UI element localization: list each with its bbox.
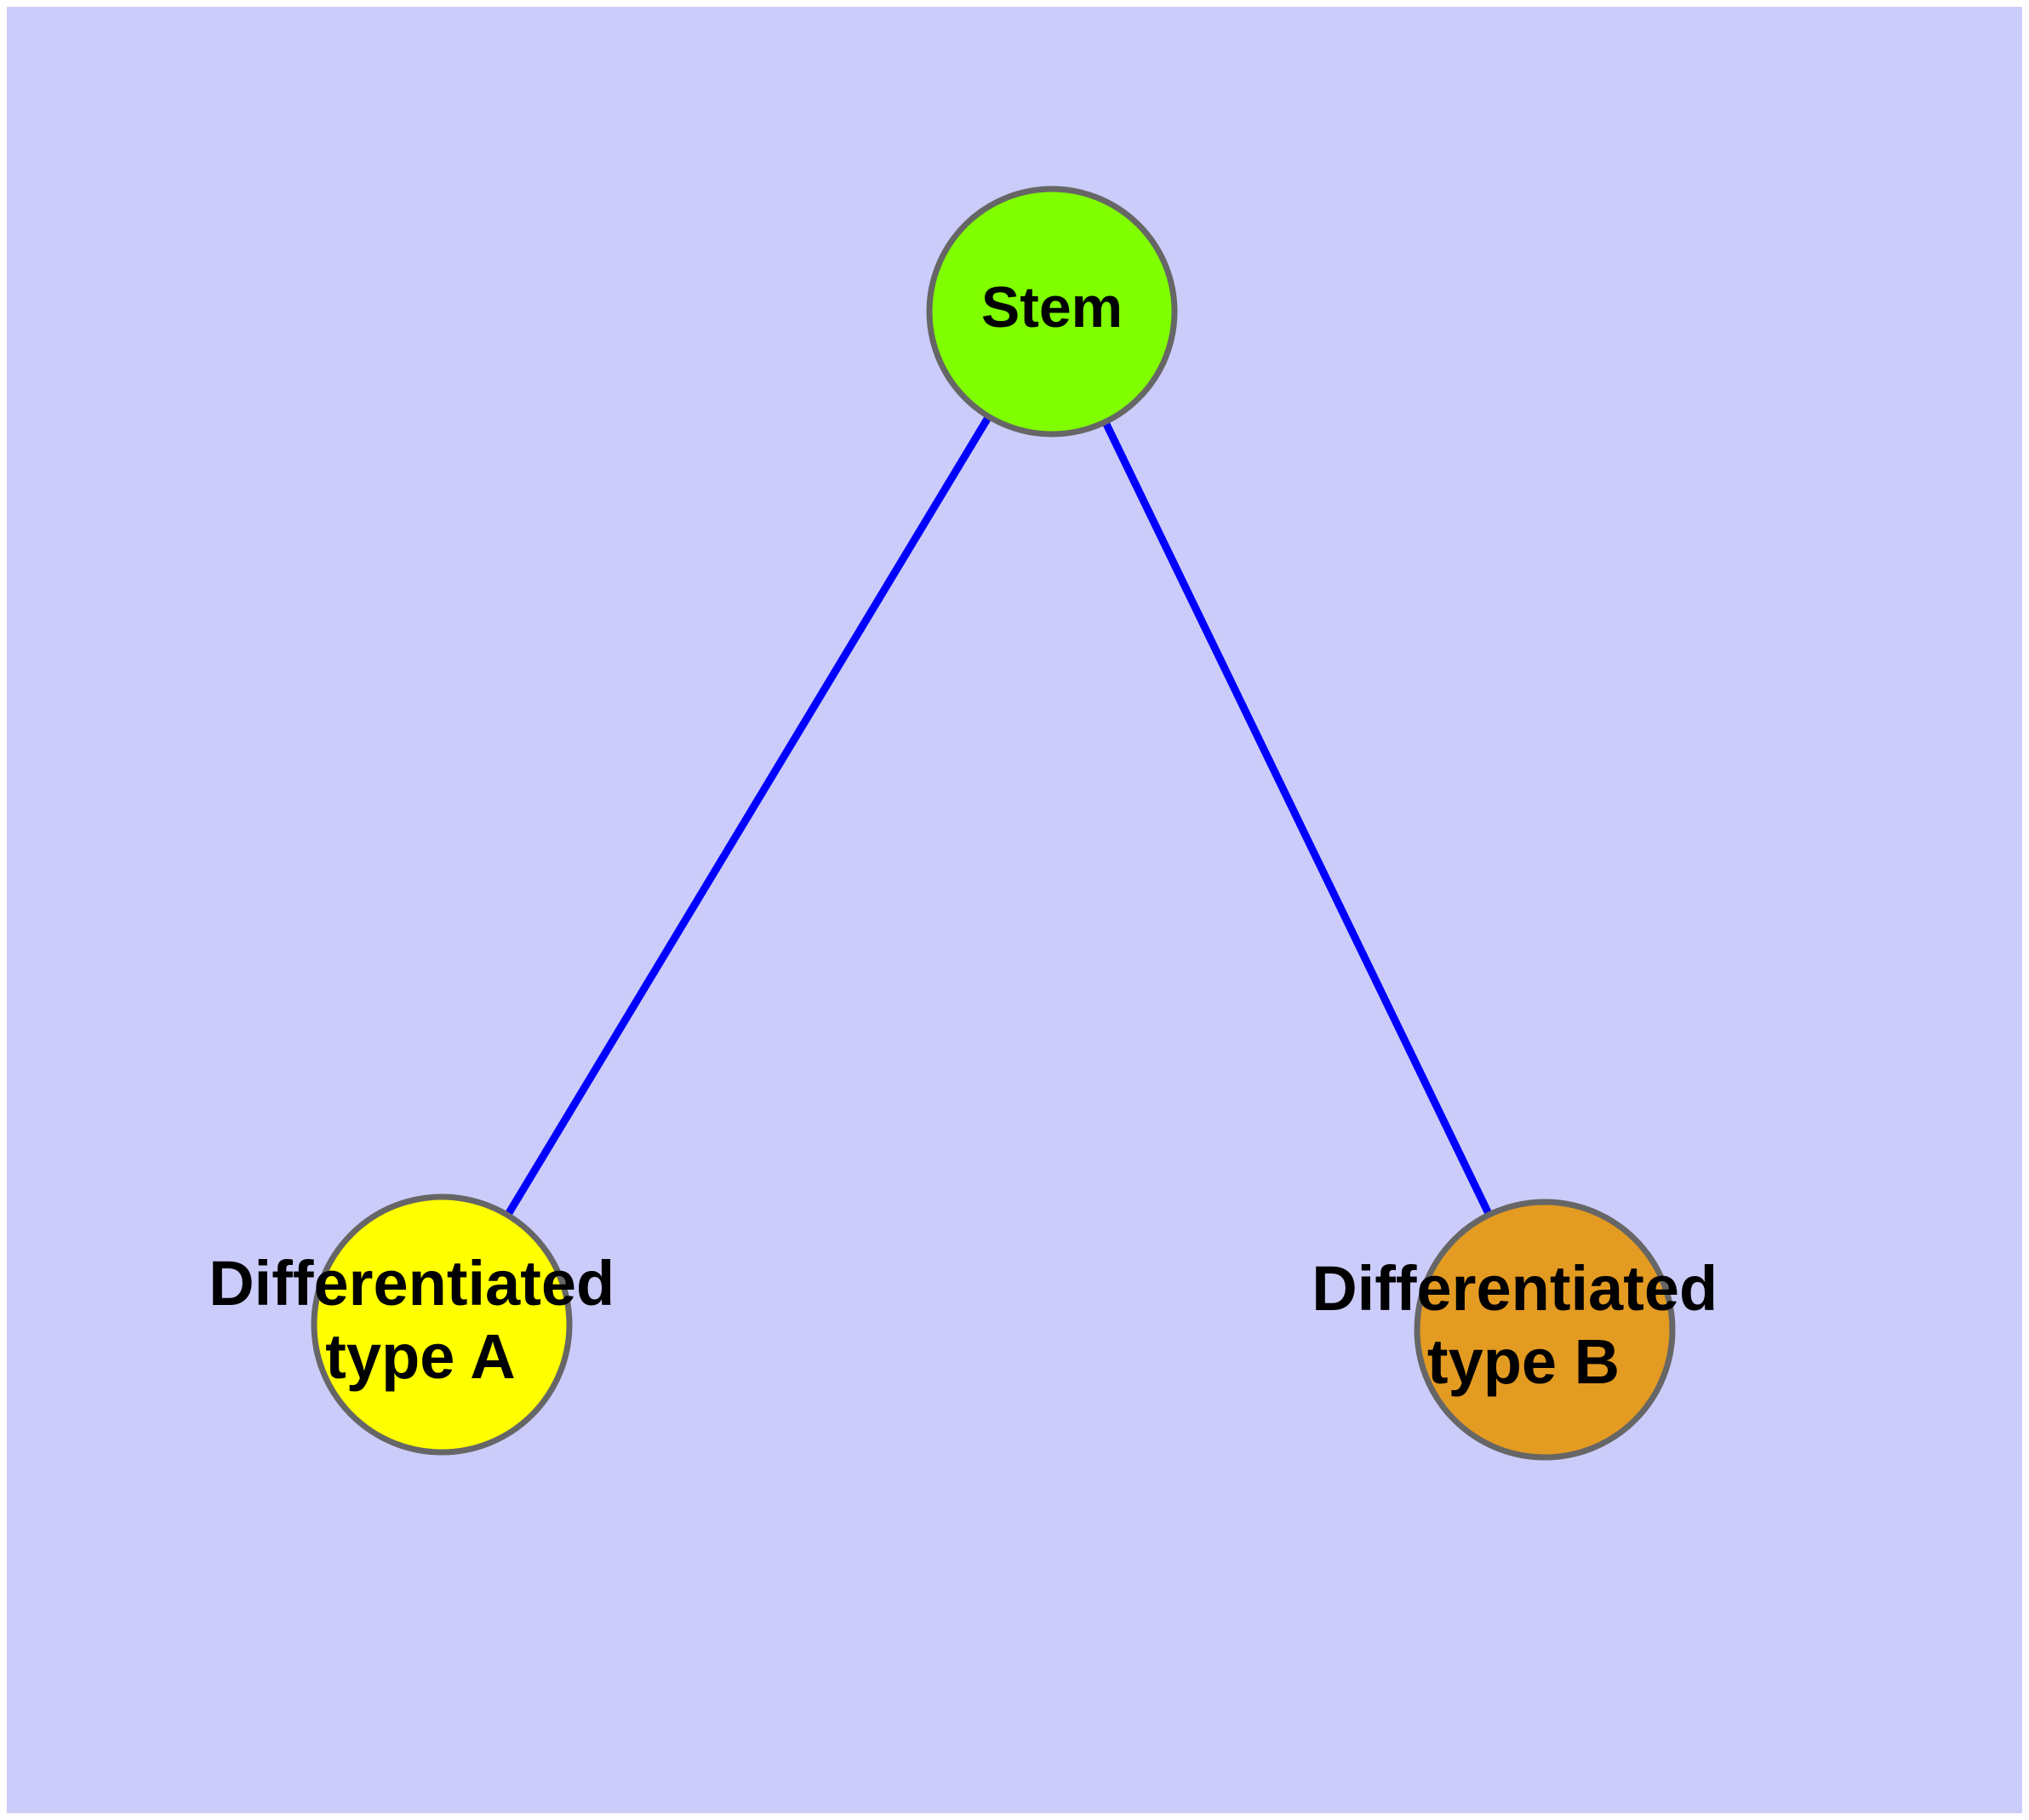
node-differentiated-type-b[interactable] xyxy=(1414,1199,1676,1461)
node-differentiated-type-b-label-line-2: type B xyxy=(1427,1325,1620,1396)
outer-label-layer: Differentiated type A Differentiated typ… xyxy=(209,1248,1735,1397)
node-differentiated-type-b-label-line-1: Differentiated xyxy=(1312,1253,1718,1324)
node-differentiated-type-a-label-line-1: Differentiated xyxy=(209,1248,614,1319)
edge-stem-to-differentiated-type-a[interactable] xyxy=(438,309,1055,1327)
node-differentiated-type-a-label: Differentiated type A xyxy=(209,1248,632,1392)
node-differentiated-type-b-label: Differentiated type B xyxy=(1312,1253,1735,1397)
node-stem-label-line-1: Stem xyxy=(981,275,1123,340)
node-differentiated-type-a[interactable] xyxy=(311,1193,573,1456)
node-layer: Stem xyxy=(311,186,1676,1461)
node-differentiated-type-b-circle[interactable] xyxy=(1414,1199,1676,1461)
node-stem-label: Stem xyxy=(981,275,1123,340)
node-differentiated-type-a-circle[interactable] xyxy=(311,1193,573,1456)
edge-layer xyxy=(438,309,1549,1331)
node-stem-circle[interactable] xyxy=(926,186,1178,438)
node-differentiated-type-a-label-line-2: type A xyxy=(325,1320,515,1391)
edge-stem-to-differentiated-type-b[interactable] xyxy=(1048,310,1549,1331)
node-stem[interactable]: Stem xyxy=(926,186,1178,438)
